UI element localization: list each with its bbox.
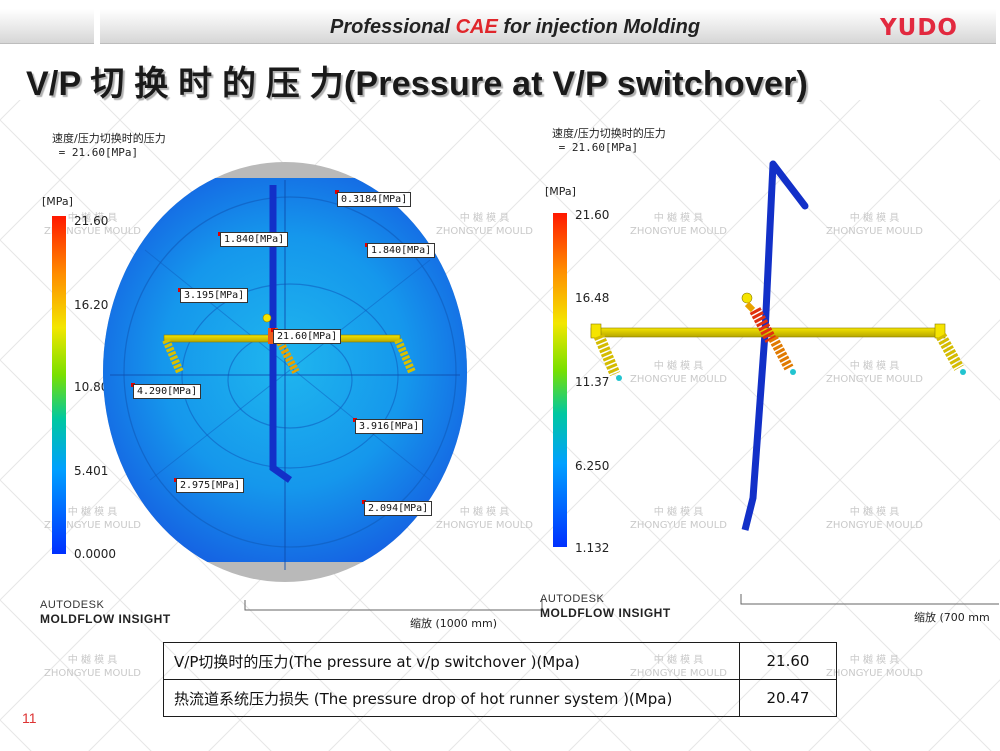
left-scale-ruler (244, 600, 543, 611)
probe-label: 3.916[MPa] (355, 419, 424, 434)
right-scale-tick: 6.250 (575, 459, 610, 473)
header-bar-left (0, 9, 94, 44)
left-color-scale (52, 216, 66, 554)
left-moldflow-mark: MOLDFLOW INSIGHT (40, 612, 171, 626)
slide-title: V/P 切 换 时 的 压 力(Pressure at V/P switchov… (26, 65, 809, 103)
right-moldflow-mark: MOLDFLOW INSIGHT (540, 606, 671, 620)
right-result-caption: 速度/压力切换时的压力 (552, 127, 666, 140)
header-tagline-accent: CAE (455, 16, 498, 38)
probe-label: 1.840[MPa] (367, 243, 436, 258)
right-autodesk-mark: AUTODESK (540, 593, 605, 605)
table-cell-value: 21.60 (739, 642, 837, 680)
left-scale-tick: 21.60 (74, 214, 109, 228)
left-result-value: = 21.60[MPa] (52, 146, 139, 159)
right-scale-unit: [MPa] (545, 185, 576, 198)
table-cell-value: 20.47 (739, 679, 837, 717)
probe-label: 21.60[MPa] (273, 329, 342, 344)
right-color-scale (553, 213, 567, 547)
brand-logo: YUDO (880, 15, 958, 41)
page-number: 11 (22, 710, 37, 726)
right-scale-ruler (740, 594, 999, 605)
table-row: V/P切换时的压力(The pressure at v/p switchover… (163, 642, 837, 680)
right-scale-label: 缩放 (700 mm (914, 611, 990, 624)
probe-label: 2.975[MPa] (176, 478, 245, 493)
left-hot-runner-drops (162, 338, 416, 374)
left-model-view (103, 162, 467, 582)
right-result-value: = 21.60[MPa] (552, 141, 639, 154)
right-hot-runner-drops (593, 333, 966, 381)
left-result-caption: 速度/压力切换时的压力 (52, 132, 166, 145)
left-scale-tick: 0.0000 (74, 547, 116, 561)
probe-label: 0.3184[MPa] (337, 192, 412, 207)
right-model-view (590, 160, 966, 531)
right-scale-tick: 1.132 (575, 541, 610, 555)
table-row: 热流道系统压力损失 (The pressure drop of hot runn… (163, 679, 837, 717)
left-scale-tick: 5.401 (74, 464, 109, 478)
header-bar (100, 9, 996, 44)
left-scale-tick: 10.80 (74, 380, 109, 394)
probe-label: 3.195[MPa] (180, 288, 249, 303)
left-cold-runner (269, 185, 293, 483)
probe-label: 4.290[MPa] (133, 384, 202, 399)
header-tagline: Professional CAE for injection Molding (330, 16, 701, 38)
result-table: V/P切换时的压力(The pressure at v/p switchover… (163, 642, 837, 717)
left-autodesk-mark: AUTODESK (40, 599, 105, 611)
right-scale-tick: 16.48 (575, 291, 610, 305)
right-scale-tick: 21.60 (575, 208, 610, 222)
probe-label: 1.840[MPa] (220, 232, 289, 247)
probe-label: 2.094[MPa] (364, 501, 433, 516)
left-scale-label: 缩放 (1000 mm) (410, 617, 498, 630)
right-scale-tick: 11.37 (575, 375, 610, 389)
right-cold-runner (741, 163, 777, 531)
left-scale-tick: 16.20 (74, 298, 109, 312)
table-cell-label: 热流道系统压力损失 (The pressure drop of hot runn… (163, 679, 740, 717)
right-sprue (749, 307, 777, 343)
left-scale-unit: [MPa] (42, 195, 73, 208)
table-cell-label: V/P切换时的压力(The pressure at v/p switchover… (163, 642, 740, 680)
